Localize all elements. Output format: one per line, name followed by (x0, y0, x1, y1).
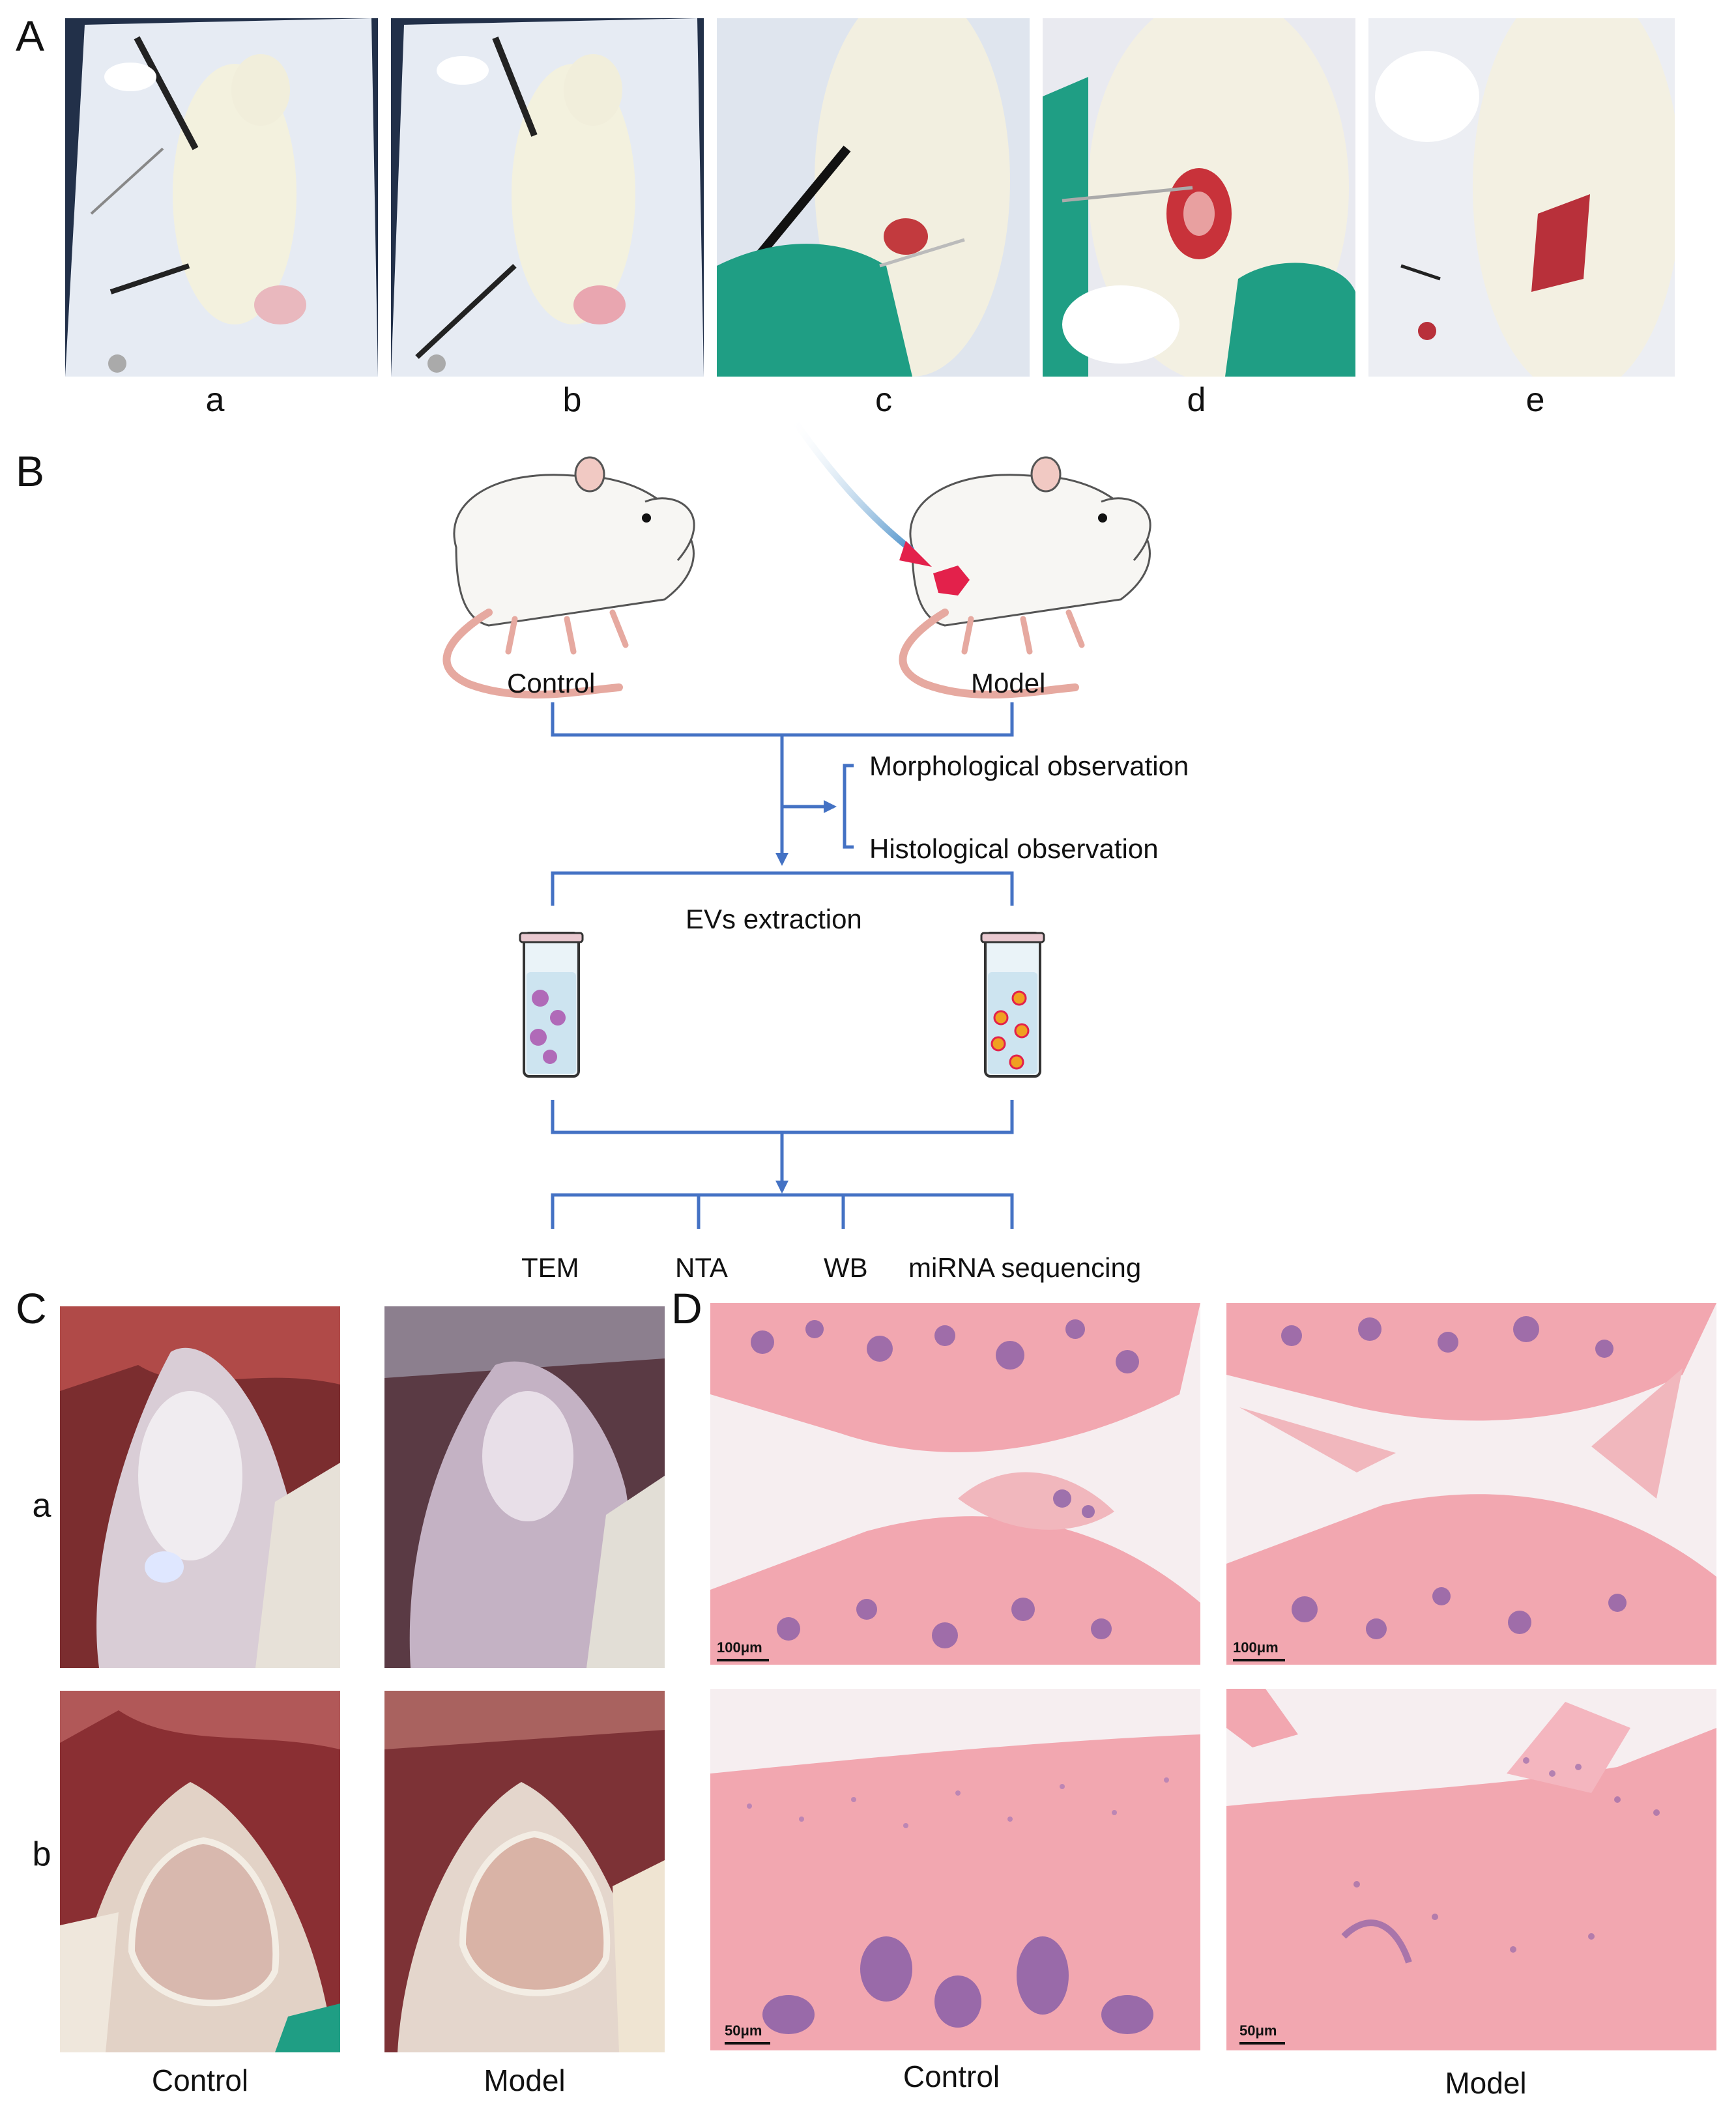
label-model-group: Model (971, 668, 1046, 698)
photo-surgery-step-b (391, 18, 704, 377)
photo-label-c: c (875, 381, 892, 419)
caption-c-control: Control (151, 2063, 249, 2097)
caption-c-model: Model (484, 2063, 566, 2097)
photo-joint-control-b (60, 1691, 340, 2052)
histology-model-low-magnification (1226, 1303, 1716, 1665)
test-tube-icon-model (980, 932, 1045, 1078)
label-test-tem: TEM (521, 1252, 579, 1283)
label-test-mirna-sequencing: miRNA sequencing (908, 1252, 1142, 1283)
injection-arrow (788, 415, 915, 553)
photo-label-d: d (1187, 381, 1206, 419)
photo-surgery-step-d (1043, 18, 1355, 377)
label-morphological-observation: Morphological observation (869, 751, 1189, 781)
histology-control-low-magnification (710, 1303, 1200, 1665)
panel-letter-b: B (16, 447, 45, 495)
label-histological-observation: Histological observation (869, 833, 1159, 864)
photo-joint-model-b (384, 1691, 665, 2052)
label-test-nta: NTA (675, 1252, 728, 1283)
photo-surgery-step-c (717, 18, 1030, 377)
panel-letter-c: C (16, 1284, 47, 1332)
scalebar-control-low: 100μm (717, 1639, 769, 1661)
scalebar-control-high: 50μm (725, 2022, 770, 2045)
row-label-a: a (32, 1487, 51, 1525)
caption-d-model: Model (1445, 2066, 1527, 2100)
scalebar-model-high: 50μm (1239, 2022, 1285, 2045)
caption-d-control: Control (903, 2060, 1000, 2093)
photo-label-e: e (1526, 381, 1545, 419)
label-control-group: Control (507, 668, 596, 698)
histology-model-high-magnification (1226, 1689, 1716, 2050)
photo-joint-control-a (60, 1306, 340, 1668)
photo-surgery-step-e (1368, 18, 1675, 377)
label-evs-extraction: EVs extraction (686, 904, 862, 934)
rat-illustration-control (442, 456, 695, 699)
photo-label-a: a (205, 381, 225, 419)
panel-letter-d: D (671, 1284, 702, 1332)
test-tube-icon-control (519, 932, 584, 1078)
photo-label-b: b (562, 381, 582, 419)
photo-joint-model-a (384, 1306, 665, 1668)
rat-illustration-model (899, 456, 1151, 699)
histology-control-high-magnification (710, 1689, 1200, 2050)
label-test-wb: WB (824, 1252, 868, 1283)
lesion-marker (933, 566, 970, 596)
panel-letter-a: A (16, 12, 45, 60)
photo-surgery-step-a (65, 18, 378, 377)
row-label-b: b (32, 1835, 51, 1873)
scalebar-model-low: 100μm (1233, 1639, 1285, 1661)
